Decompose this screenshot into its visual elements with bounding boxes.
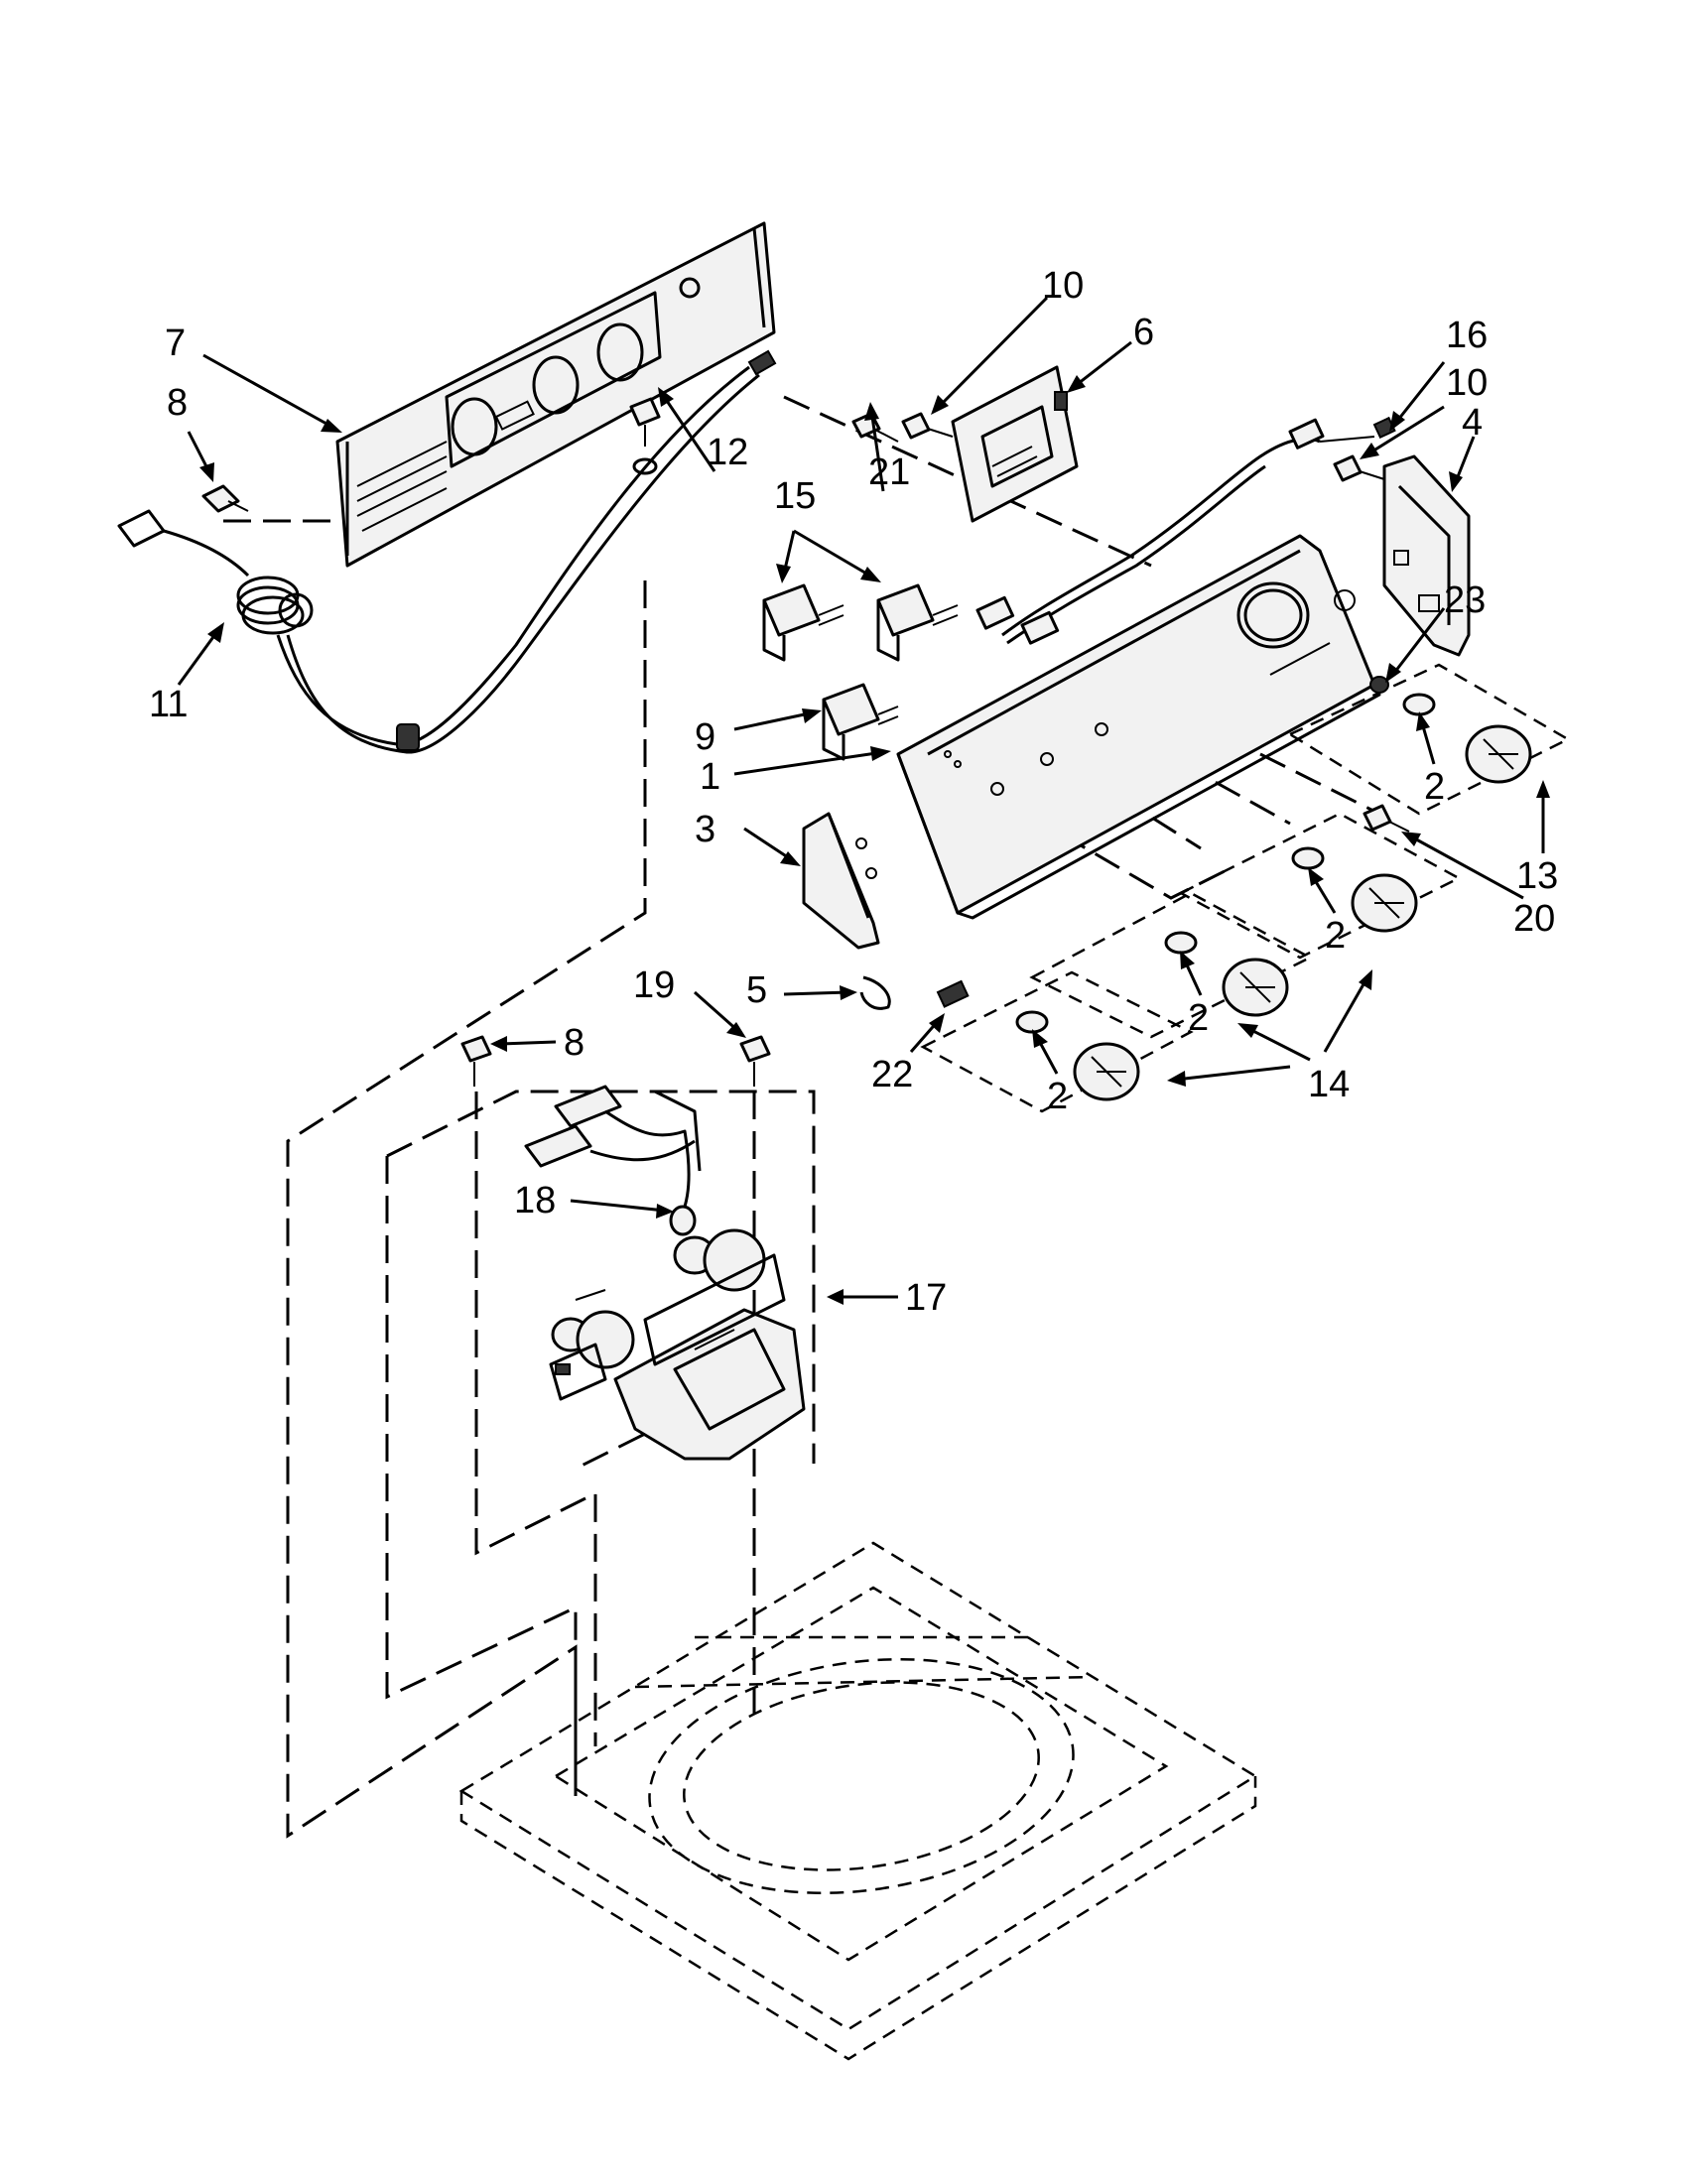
callout-2-upper: 2 bbox=[1424, 766, 1445, 808]
screw-20 bbox=[1363, 804, 1410, 833]
left-end-cap bbox=[802, 812, 880, 950]
callout-5: 5 bbox=[746, 969, 767, 1011]
right-end-cap bbox=[1382, 454, 1471, 657]
callout-15: 15 bbox=[774, 475, 816, 517]
callout-11: 11 bbox=[149, 684, 188, 725]
callout-22: 22 bbox=[871, 1054, 913, 1095]
callout-2-bottom: 2 bbox=[1047, 1076, 1068, 1117]
callout-leaders bbox=[177, 296, 1550, 1305]
callout-10-left: 10 bbox=[1042, 265, 1084, 307]
callout-23: 23 bbox=[1444, 579, 1486, 621]
knob-13 bbox=[1402, 693, 1532, 784]
callout-7: 7 bbox=[165, 322, 186, 364]
screw-8-lower bbox=[460, 1035, 492, 1087]
callout-8-upper: 8 bbox=[167, 382, 188, 424]
callout-18: 18 bbox=[514, 1180, 556, 1221]
water-inlet-dispenser bbox=[549, 1228, 806, 1461]
electronic-control-board bbox=[951, 365, 1079, 523]
control-console bbox=[896, 534, 1381, 920]
callout-8-lower: 8 bbox=[564, 1022, 584, 1064]
screw-12 bbox=[629, 397, 661, 475]
knob-group-boxes bbox=[920, 663, 1571, 1113]
switch-15-left bbox=[762, 583, 844, 662]
knob-14-middle bbox=[1164, 931, 1289, 1017]
callout-4: 4 bbox=[1462, 402, 1483, 444]
callout-16: 16 bbox=[1446, 315, 1488, 356]
switch-15-right bbox=[876, 583, 959, 662]
clip bbox=[859, 975, 891, 1010]
callout-19: 19 bbox=[633, 964, 675, 1006]
callout-14: 14 bbox=[1308, 1064, 1350, 1105]
screw-10-left bbox=[901, 412, 954, 440]
callout-21: 21 bbox=[868, 451, 910, 493]
washer-top-base bbox=[458, 1541, 1258, 2061]
callout-17: 17 bbox=[905, 1277, 947, 1319]
callout-6: 6 bbox=[1133, 312, 1154, 353]
screw-10-right bbox=[1333, 454, 1385, 482]
callout-12: 12 bbox=[707, 432, 748, 473]
callout-numbers: 7 8 12 11 15 21 10 6 16 10 4 23 9 1 3 5 … bbox=[149, 265, 1558, 1319]
callout-2-middle: 2 bbox=[1325, 915, 1346, 957]
knob-14-upper bbox=[1291, 846, 1418, 933]
callout-2-lower: 2 bbox=[1188, 997, 1209, 1039]
washer-23 bbox=[1369, 676, 1389, 694]
pad-22 bbox=[936, 979, 970, 1008]
callout-13: 13 bbox=[1516, 855, 1558, 897]
screw-19 bbox=[739, 1035, 771, 1087]
power-cord bbox=[117, 349, 777, 754]
rear-console-panel bbox=[335, 221, 776, 568]
switch-9 bbox=[822, 683, 899, 761]
valve-wire-harness bbox=[524, 1085, 702, 1236]
callout-20: 20 bbox=[1513, 898, 1555, 940]
callout-3: 3 bbox=[695, 809, 715, 850]
knob-14-lower bbox=[1015, 1010, 1140, 1101]
callout-9: 9 bbox=[695, 716, 715, 758]
callout-10-right: 10 bbox=[1446, 362, 1488, 404]
callout-1: 1 bbox=[700, 756, 720, 798]
screw-8-upper bbox=[201, 484, 249, 513]
wire-harness bbox=[975, 416, 1396, 645]
